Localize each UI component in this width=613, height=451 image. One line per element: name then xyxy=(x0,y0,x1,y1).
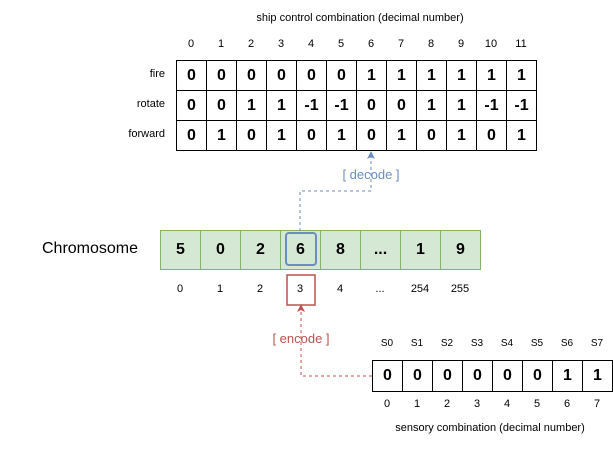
highlighted-gene-box xyxy=(285,232,317,266)
control-col-header: 0 xyxy=(187,38,195,50)
control-col-header: 9 xyxy=(457,38,465,50)
chromosome-index: 2 xyxy=(256,283,264,295)
chromosome-index: 0 xyxy=(176,283,184,295)
sensory-index: 3 xyxy=(473,398,481,410)
sensory-index: 1 xyxy=(413,398,421,410)
control-row-label: rotate xyxy=(136,98,165,110)
encode-connector xyxy=(297,304,372,377)
sensory-header: S5 xyxy=(530,338,544,349)
sensory-header: S4 xyxy=(500,338,514,349)
control-col-header: 4 xyxy=(307,38,315,50)
control-col-header: 8 xyxy=(427,38,435,50)
chromosome-label: Chromosome xyxy=(42,240,139,257)
chromosome-index: 1 xyxy=(216,283,224,295)
control-cell: 1 xyxy=(506,120,537,151)
sensory-index: 7 xyxy=(593,398,601,410)
sensory-title: sensory combination (decimal number) xyxy=(395,422,585,434)
control-col-header: 6 xyxy=(367,38,375,50)
sensory-header: S3 xyxy=(470,338,484,349)
chromosome-index: 3 xyxy=(296,283,304,295)
control-col-header: 2 xyxy=(247,38,255,50)
sensory-index: 4 xyxy=(503,398,511,410)
highlighted-index-box xyxy=(286,274,316,306)
sensory-header: S2 xyxy=(440,338,454,349)
control-col-header: 10 xyxy=(484,38,498,50)
sensory-header: S0 xyxy=(380,338,394,349)
chromosome-gene: ... xyxy=(360,230,401,270)
sensory-index: 2 xyxy=(443,398,451,410)
control-row-label: fire xyxy=(149,68,165,80)
sensory-header: S7 xyxy=(590,338,604,349)
control-row-label: forward xyxy=(128,128,165,140)
chromosome-index: 255 xyxy=(450,283,470,295)
control-col-header: 11 xyxy=(515,38,527,50)
control-col-header: 1 xyxy=(217,38,225,50)
sensory-header: S6 xyxy=(560,338,574,349)
decode-connector xyxy=(299,151,375,231)
sensory-index: 0 xyxy=(383,398,391,410)
chromosome-index: 4 xyxy=(336,283,344,295)
sensory-index: 5 xyxy=(533,398,541,410)
chromosome-gene: 9 xyxy=(440,230,481,270)
control-col-header: 5 xyxy=(337,38,345,50)
sensory-header: S1 xyxy=(410,338,424,349)
sensory-index: 6 xyxy=(563,398,571,410)
control-col-header: 3 xyxy=(277,38,285,50)
control-title: ship control combination (decimal number… xyxy=(256,12,464,24)
control-col-header: 7 xyxy=(397,38,405,50)
chromosome-index: ... xyxy=(375,283,385,295)
chromosome-index: 254 xyxy=(410,283,430,295)
